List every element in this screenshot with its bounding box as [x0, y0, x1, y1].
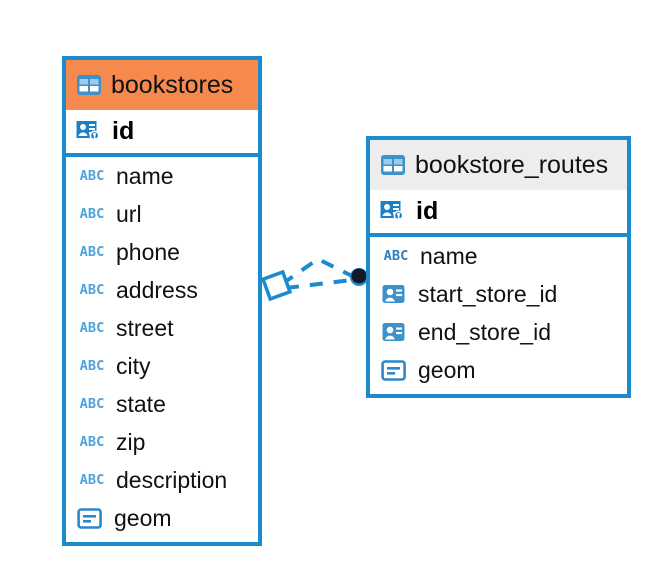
text-abc-icon: ABC: [79, 358, 105, 374]
field-label: url: [116, 200, 142, 227]
field-row-name[interactable]: ABC name: [370, 237, 627, 275]
relationship-line-lower: [285, 278, 353, 290]
diamond-marker: [260, 269, 293, 302]
field-label: street: [116, 314, 174, 341]
field-row-address[interactable]: ABC address: [66, 271, 258, 309]
field-label: phone: [116, 238, 180, 265]
field-row-primary-key[interactable]: id: [370, 190, 627, 237]
field-label: geom: [418, 356, 476, 383]
text-abc-icon: ABC: [79, 168, 105, 184]
table-name-label: bookstores: [111, 70, 234, 99]
field-label: end_store_id: [418, 318, 551, 345]
field-label: id: [112, 117, 135, 145]
field-row-state[interactable]: ABC state: [66, 385, 258, 423]
text-abc-icon: ABC: [79, 244, 105, 260]
field-label: start_store_id: [418, 280, 558, 307]
relationship-line-upper: [280, 256, 355, 286]
field-label: geom: [114, 504, 172, 531]
text-abc-icon: ABC: [79, 320, 105, 336]
field-label: city: [116, 352, 151, 379]
geometry-icon: [77, 507, 102, 529]
field-row-phone[interactable]: ABC phone: [66, 233, 258, 271]
field-label: state: [116, 390, 166, 417]
text-abc-icon: ABC: [79, 472, 105, 488]
entity-table-bookstores[interactable]: bookstores id ABC name ABC url: [62, 56, 262, 546]
field-row-geom[interactable]: geom: [370, 351, 627, 389]
field-row-description[interactable]: ABC description: [66, 461, 258, 499]
text-abc-icon: ABC: [383, 248, 409, 264]
table-header-bookstores[interactable]: bookstores: [66, 60, 258, 110]
table-header-bookstore-routes[interactable]: bookstore_routes: [370, 140, 627, 190]
text-abc-icon: ABC: [79, 282, 105, 298]
primary-key-icon: [380, 200, 404, 221]
field-row-geom[interactable]: geom: [66, 499, 258, 537]
geometry-icon: [381, 359, 406, 381]
table-icon: [77, 75, 101, 95]
field-row-end-store-id[interactable]: end_store_id: [370, 313, 627, 351]
foreign-key-icon: [382, 284, 405, 303]
field-label: id: [416, 197, 439, 225]
field-label: description: [116, 466, 228, 493]
field-row-city[interactable]: ABC city: [66, 347, 258, 385]
entity-table-bookstore-routes[interactable]: bookstore_routes id ABC name: [366, 136, 631, 398]
field-label: address: [116, 276, 198, 303]
text-abc-icon: ABC: [79, 396, 105, 412]
field-label: name: [116, 162, 174, 189]
text-abc-icon: ABC: [79, 206, 105, 222]
field-row-url[interactable]: ABC url: [66, 195, 258, 233]
field-row-zip[interactable]: ABC zip: [66, 423, 258, 461]
primary-key-icon: [76, 120, 100, 141]
field-label: zip: [116, 428, 146, 455]
field-row-street[interactable]: ABC street: [66, 309, 258, 347]
table-icon: [381, 155, 405, 175]
field-label: name: [420, 242, 478, 269]
field-row-name[interactable]: ABC name: [66, 157, 258, 195]
text-abc-icon: ABC: [79, 434, 105, 450]
field-row-start-store-id[interactable]: start_store_id: [370, 275, 627, 313]
foreign-key-icon: [382, 322, 405, 341]
table-name-label: bookstore_routes: [415, 150, 609, 179]
field-row-primary-key[interactable]: id: [66, 110, 258, 157]
